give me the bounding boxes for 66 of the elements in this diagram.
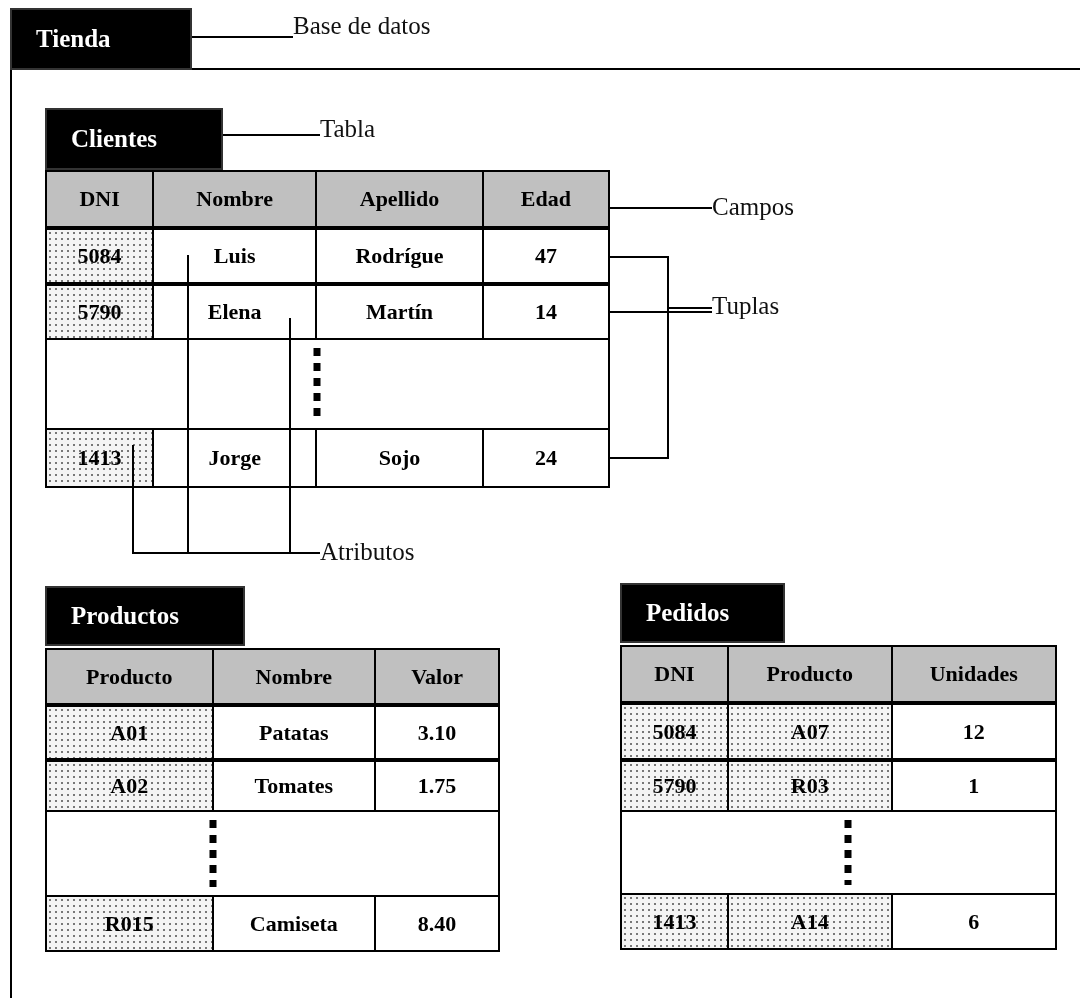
table-cell: 5084 xyxy=(622,705,729,758)
column-header: Nombre xyxy=(154,172,318,226)
callout-label: Tabla xyxy=(320,115,376,143)
table-row xyxy=(45,895,500,952)
table-cell: Tomates xyxy=(213,762,377,810)
table-cell-text: 6 xyxy=(967,907,981,936)
table-cell: Sojo xyxy=(317,430,484,486)
table-cell-text: 1.75 xyxy=(416,772,458,800)
table-cell-text: 24 xyxy=(533,444,558,472)
table-cell-text: 12 xyxy=(961,717,986,746)
table-row xyxy=(45,428,610,488)
callout-label: Campos xyxy=(712,193,794,221)
table-cell: A01 xyxy=(47,707,214,758)
table-cell: Elena xyxy=(154,286,318,338)
table-cell: Patatas xyxy=(213,707,377,758)
header-row xyxy=(45,170,610,228)
column-header: DNI xyxy=(47,172,155,226)
table-cell-text: 8.40 xyxy=(416,909,458,938)
table-cell: R015 xyxy=(47,897,214,950)
column-header: DNI xyxy=(622,647,729,701)
leader-line xyxy=(609,207,713,209)
table-cell-text: 14 xyxy=(533,298,558,326)
table-row xyxy=(620,760,1057,812)
leader-line xyxy=(191,36,294,38)
callout-label: Base de datos xyxy=(293,12,431,40)
table-cell: Martín xyxy=(317,286,484,338)
column-header: Producto xyxy=(47,650,214,703)
table-name-tab: Clientes xyxy=(45,108,223,170)
table-cell-text: 1 xyxy=(967,772,981,800)
table-cell: 5790 xyxy=(622,762,729,810)
column-header: Unidades xyxy=(892,647,1055,701)
database-tab: Tienda xyxy=(10,8,192,70)
table-cell: Jorge xyxy=(154,430,318,486)
table-name-tab: Pedidos xyxy=(620,583,785,643)
table-row xyxy=(620,893,1057,950)
leader-line xyxy=(132,444,321,554)
leader-line xyxy=(609,311,713,313)
table-row xyxy=(45,705,500,760)
table-cell: 5790 xyxy=(47,286,155,338)
callout-label: Atributos xyxy=(320,538,415,566)
table-cell: R03 xyxy=(729,762,893,810)
table-row xyxy=(45,284,610,340)
table-row xyxy=(45,228,610,284)
table-cell: 1413 xyxy=(47,430,155,486)
column-header: Apellido xyxy=(317,172,484,226)
table-row xyxy=(620,703,1057,760)
table-cell: 5084 xyxy=(47,230,155,282)
column-header: Nombre xyxy=(213,650,377,703)
table-cell: Camiseta xyxy=(213,897,377,950)
column-header: Edad xyxy=(483,172,608,226)
table-cell: A07 xyxy=(729,705,893,758)
callout-label: Tuplas xyxy=(712,292,780,320)
table-row xyxy=(45,760,500,812)
table-cell: Rodrígue xyxy=(317,230,484,282)
table-cell-text: 47 xyxy=(533,242,558,270)
table-cell-text: 3.10 xyxy=(416,718,458,747)
leader-line xyxy=(222,134,321,136)
table-cell: 1413 xyxy=(622,895,729,948)
header-row xyxy=(620,645,1057,703)
header-row xyxy=(45,648,500,705)
table-cell: Luis xyxy=(154,230,318,282)
column-header: Producto xyxy=(729,647,893,701)
column-header: Valor xyxy=(376,650,498,703)
table-cell: A14 xyxy=(729,895,893,948)
table-cell: A02 xyxy=(47,762,214,810)
table-name-tab: Productos xyxy=(45,586,245,646)
